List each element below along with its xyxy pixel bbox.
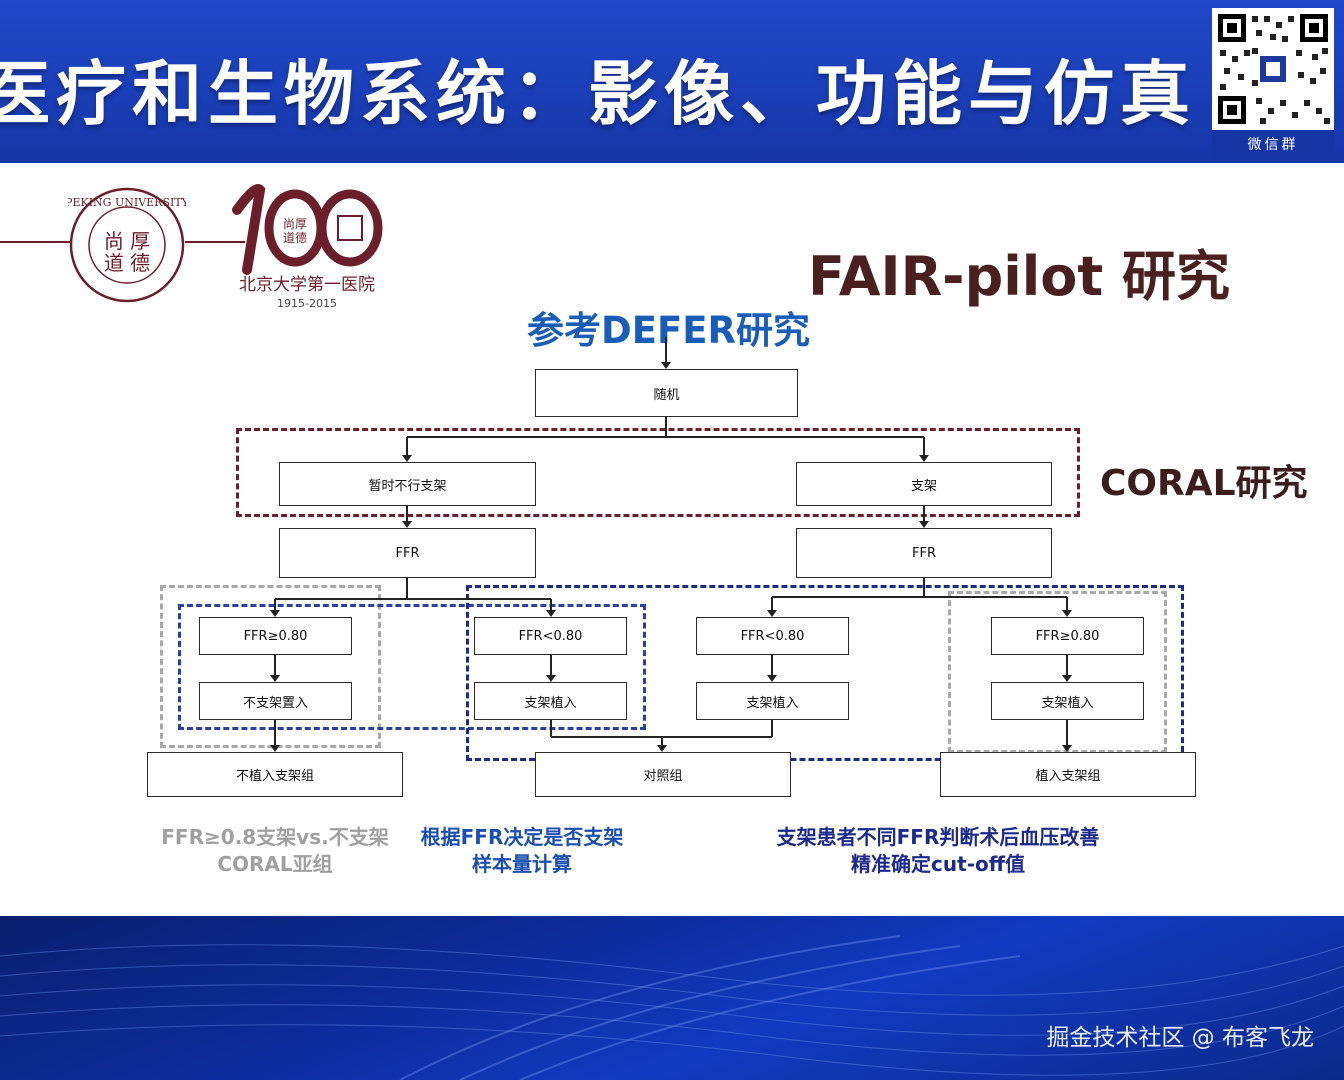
action-box-3: 支架植入: [696, 682, 849, 720]
action-box-2: 支架植入: [474, 682, 627, 720]
coral-subgroup-line1: FFR≥0.8支架vs.不支架: [161, 825, 389, 849]
sample-size-line1: 根据FFR决定是否支架: [420, 825, 624, 849]
gray-dashed-frame-right: [948, 591, 1167, 753]
svg-text:道德: 道德: [283, 230, 307, 245]
svg-text:道 德: 道 德: [104, 251, 150, 275]
defer-subtitle: 参考DEFER研究: [527, 309, 811, 352]
footer-wave-decoration: [0, 935, 1344, 1080]
svg-text:北京大学第一医院: 北京大学第一医院: [239, 275, 375, 295]
ffr-box-right: FFR: [796, 528, 1052, 578]
footer-banner: 掘金技术社区 @ 布客飞龙: [0, 916, 1344, 1080]
threshold-box-1: FFR≥0.80: [199, 617, 352, 655]
coral-subgroup-note: FFR≥0.8支架vs.不支架 CORAL亚组: [140, 824, 410, 878]
svg-text:PEKING UNIVERSITY: PEKING UNIVERSITY: [68, 196, 186, 209]
threshold-box-3: FFR<0.80: [696, 617, 849, 655]
qr-code-icon: [1212, 8, 1334, 130]
gray-dashed-frame: [160, 585, 381, 748]
stent-box: 支架: [796, 462, 1052, 506]
threshold-box-4: FFR≥0.80: [991, 617, 1144, 655]
cutoff-line2: 精准确定cut-off值: [851, 852, 1025, 876]
cutoff-line1: 支架患者不同FFR判断术后血压改善: [776, 825, 1100, 849]
svg-text:1915-2015: 1915-2015: [277, 297, 337, 310]
header-banner: 医疗和生物系统：影像、功能与仿真 微: [0, 0, 1344, 163]
action-box-4: 支架植入: [991, 682, 1144, 720]
group-box-control: 对照组: [535, 752, 791, 797]
action-box-1: 不支架置入: [199, 682, 352, 720]
coral-subgroup-line2: CORAL亚组: [217, 852, 333, 876]
defer-stent-box: 暂时不行支架: [279, 462, 536, 506]
qr-code-panel: 微信群: [1212, 8, 1334, 156]
sample-size-line2: 样本量计算: [472, 852, 572, 876]
banner-title: 医疗和生物系统：影像、功能与仿真: [0, 53, 1196, 135]
footer-watermark: 掘金技术社区 @ 布客飞龙: [1046, 1025, 1314, 1051]
page-title: FAIR-pilot 研究: [808, 245, 1230, 308]
group-box-stent: 植入支架组: [940, 752, 1196, 797]
logo-divider-left: [0, 241, 80, 243]
peking-university-seal-icon: PEKING UNIVERSITY 尚 厚 道 德: [68, 187, 186, 303]
navy-dashed-frame: [466, 585, 1184, 761]
logo-divider-mid: [185, 241, 245, 243]
ffr-box-left: FFR: [279, 528, 536, 578]
svg-text:尚厚: 尚厚: [283, 217, 307, 231]
svg-text:尚 厚: 尚 厚: [104, 229, 150, 253]
coral-dashed-frame: [236, 428, 1080, 517]
centennial-logo-icon: 尚厚 道德 北京大学第一医院 1915-2015: [232, 184, 383, 310]
threshold-box-2: FFR<0.80: [474, 617, 627, 655]
group-box-no-stent: 不植入支架组: [147, 752, 403, 797]
sample-size-note: 根据FFR决定是否支架 样本量计算: [405, 824, 639, 878]
blue-dashed-frame-left: [178, 604, 646, 730]
qr-label: 微信群: [1247, 137, 1299, 153]
cutoff-note: 支架患者不同FFR判断术后血压改善 精准确定cut-off值: [750, 824, 1126, 878]
coral-label: CORAL研究: [1100, 463, 1308, 504]
random-box: 随机: [535, 369, 798, 417]
